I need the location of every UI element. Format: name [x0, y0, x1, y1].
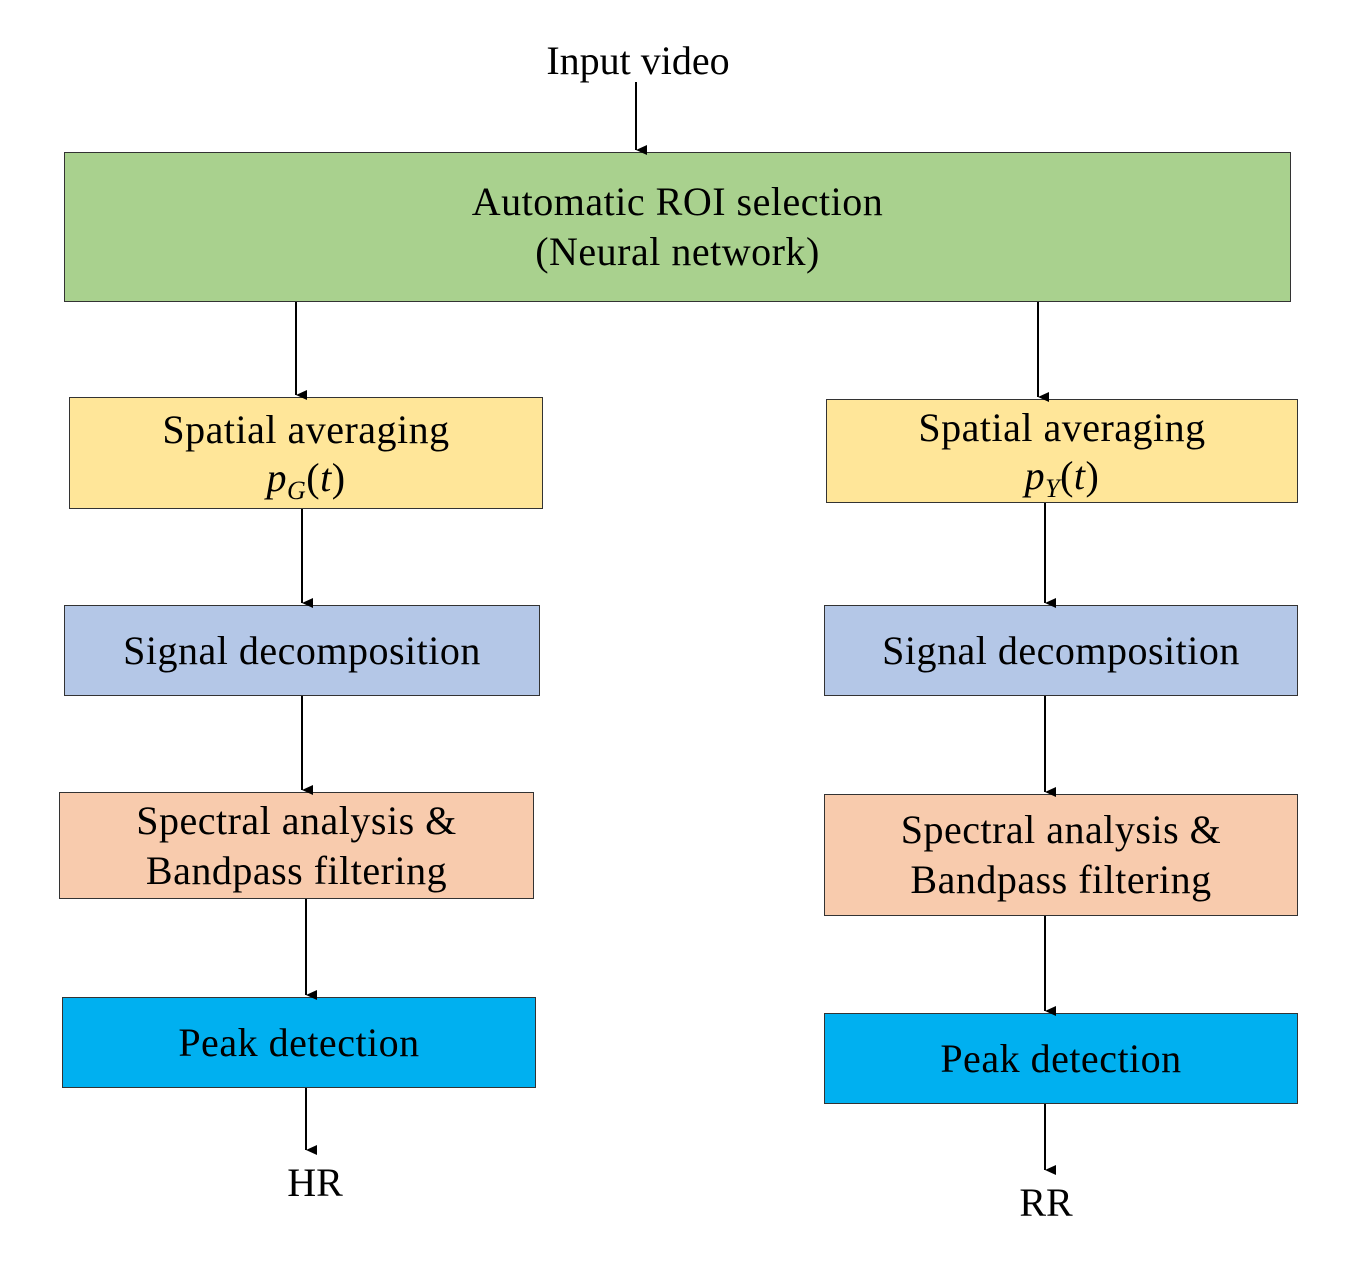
right-signal-decomposition-box: Signal decomposition: [824, 605, 1298, 696]
right-spatial-title: Spatial averaging: [918, 405, 1206, 450]
right-peak-label: Peak detection: [940, 1035, 1182, 1081]
left-spectral-line-1: Spectral analysis &: [136, 797, 457, 843]
right-formula-arg: t: [1073, 453, 1086, 498]
right-formula-open-paren: (: [1060, 453, 1074, 498]
right-formula-symbol: p: [1024, 453, 1046, 498]
left-signal-decomposition-box: Signal decomposition: [64, 605, 540, 696]
roi-selection-box: Automatic ROI selection (Neural network): [64, 152, 1291, 302]
left-spatial-formula: pG(t): [266, 455, 346, 504]
left-peak-detection-box: Peak detection: [62, 997, 536, 1088]
left-formula-close-paren: ): [331, 455, 346, 500]
left-spectral-analysis-box: Spectral analysis & Bandpass filtering: [59, 792, 534, 899]
left-decomposition-label: Signal decomposition: [123, 627, 481, 673]
right-spatial-formula: pY(t): [1024, 453, 1100, 502]
left-peak-label: Peak detection: [178, 1019, 420, 1065]
right-decomposition-label: Signal decomposition: [882, 627, 1240, 673]
right-spectral-analysis-box: Spectral analysis & Bandpass filtering: [824, 794, 1298, 916]
rr-output-label: RR: [1019, 1180, 1073, 1225]
left-formula-symbol: p: [266, 455, 287, 500]
hr-output-label: HR: [287, 1160, 343, 1205]
right-formula-close-paren: ): [1085, 453, 1100, 498]
right-spectral-line-2: Bandpass filtering: [910, 857, 1212, 902]
roi-line-2: (Neural network): [535, 229, 820, 274]
left-formula-arg: t: [320, 455, 332, 500]
roi-line-1: Automatic ROI selection: [471, 179, 884, 224]
left-spectral-line-2: Bandpass filtering: [145, 847, 448, 893]
right-peak-detection-box: Peak detection: [824, 1013, 1298, 1104]
left-spatial-title: Spatial averaging: [162, 407, 450, 452]
right-spatial-averaging-box: Spatial averaging pY(t): [826, 399, 1298, 503]
input-video-label: Input video: [546, 38, 730, 83]
left-formula-subscript: G: [286, 476, 307, 505]
left-formula-open-paren: (: [306, 455, 321, 500]
left-spatial-averaging-box: Spatial averaging pG(t): [69, 397, 543, 509]
right-spectral-line-1: Spectral analysis &: [900, 807, 1222, 852]
right-formula-subscript: Y: [1045, 474, 1061, 503]
